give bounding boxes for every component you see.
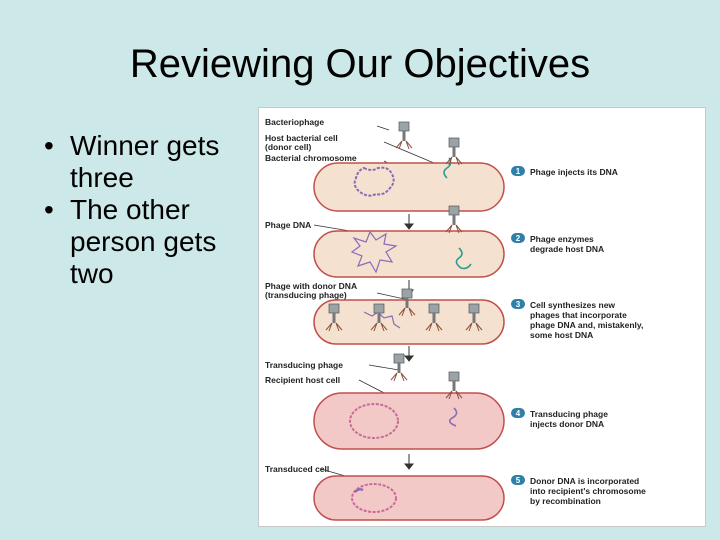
step-text: injects donor DNA bbox=[530, 419, 604, 429]
label-host-cell: Host bacterial cell bbox=[265, 133, 338, 143]
step-text: Phage enzymes bbox=[530, 234, 594, 244]
bullet-text: The other person gets two bbox=[70, 194, 217, 289]
step-text: Cell synthesizes new bbox=[530, 300, 615, 310]
step-number: 5 bbox=[516, 476, 521, 485]
donor-cell-3 bbox=[313, 299, 505, 345]
bacterial-chromosome-1 bbox=[353, 166, 395, 197]
bullet-item: • The other person gets two bbox=[40, 194, 250, 290]
label-donor-cell: (donor cell) bbox=[265, 142, 311, 152]
slide-title: Reviewing Our Objectives bbox=[129, 42, 591, 86]
bullet-dot: • bbox=[44, 130, 54, 161]
step-number: 1 bbox=[516, 167, 521, 176]
bullet-dot: • bbox=[44, 194, 54, 225]
step-number: 3 bbox=[516, 300, 521, 309]
step-text: Donor DNA is incorporated bbox=[530, 476, 639, 486]
transduction-svg: Bacteriophage Host bacterial cell (donor… bbox=[265, 117, 646, 521]
label-transduced-cell: Transduced cell bbox=[265, 464, 329, 474]
recombined-chromosome bbox=[351, 483, 397, 513]
step-text: Transducing phage bbox=[530, 409, 608, 419]
transduction-diagram: Bacteriophage Host bacterial cell (donor… bbox=[258, 107, 706, 527]
label-transducing-phage: Transducing phage bbox=[265, 360, 343, 370]
step-text: into recipient's chromosome bbox=[530, 486, 646, 496]
bullet-text: Winner gets three bbox=[70, 130, 220, 193]
donor-cell-2 bbox=[313, 230, 505, 278]
label-recipient-cell: Recipient host cell bbox=[265, 375, 340, 385]
step-5: 5 Donor DNA is incorporated into recipie… bbox=[511, 475, 646, 506]
degraded-chromosome bbox=[350, 230, 398, 274]
label-bacteriophage: Bacteriophage bbox=[265, 117, 324, 127]
step-text: phage DNA and, mistakenly, bbox=[530, 320, 643, 330]
recipient-cell bbox=[313, 392, 505, 450]
transduced-cell bbox=[313, 475, 505, 521]
step-text: Phage injects its DNA bbox=[530, 167, 618, 177]
step-number: 2 bbox=[516, 234, 521, 243]
label-phage-dna: Phage DNA bbox=[265, 220, 311, 230]
step-4: 4 Transducing phage injects donor DNA bbox=[511, 408, 608, 429]
step-number: 4 bbox=[516, 409, 521, 418]
step-text: some host DNA bbox=[530, 330, 593, 340]
bullet-item: • Winner gets three bbox=[40, 130, 250, 194]
step-1: 1 Phage injects its DNA bbox=[511, 166, 618, 177]
bullet-list: • Winner gets three • The other person get… bbox=[40, 130, 250, 290]
donor-cell-1 bbox=[313, 162, 505, 212]
step-3: 3 Cell synthesizes new phages that incor… bbox=[511, 299, 643, 340]
label-bacterial-chromosome: Bacterial chromosome bbox=[265, 153, 357, 163]
step-text: by recombination bbox=[530, 496, 601, 506]
label-transducing-phage-paren: (transducing phage) bbox=[265, 290, 347, 300]
step-text: degrade host DNA bbox=[530, 244, 604, 254]
label-phage-donor: Phage with donor DNA bbox=[265, 281, 357, 291]
step-2: 2 Phage enzymes degrade host DNA bbox=[511, 233, 604, 254]
recipient-chromosome bbox=[349, 403, 399, 439]
step-text: phages that incorporate bbox=[530, 310, 627, 320]
